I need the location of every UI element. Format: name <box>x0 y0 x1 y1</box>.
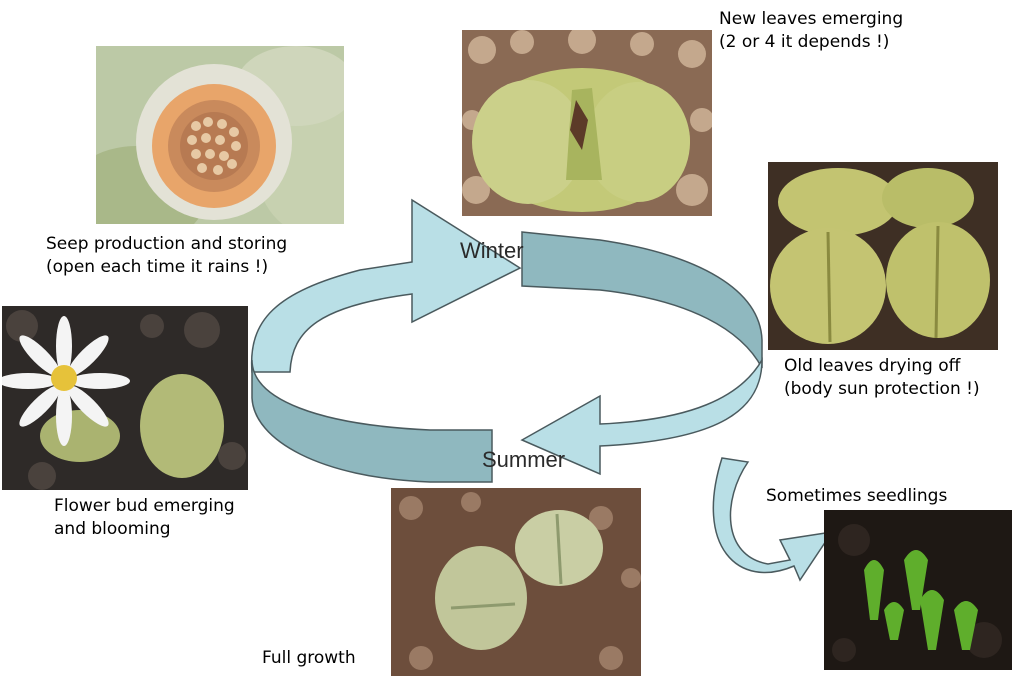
seed-caption-line2: (open each time it rains !) <box>46 257 269 277</box>
new-leaves-photo <box>462 30 712 216</box>
old-leaves-photo <box>768 162 998 350</box>
arrow-left-band <box>251 359 493 483</box>
full-growth-photo <box>391 488 641 676</box>
arrow-to-seedlings <box>712 457 834 582</box>
old-leaves-caption: Old leaves drying off (body sun protecti… <box>784 355 980 401</box>
flower-photo <box>2 306 248 490</box>
new-leaves-caption-line2: (2 or 4 it depends !) <box>719 32 890 52</box>
seed-caption-line1: Seep production and storing <box>46 234 288 254</box>
new-leaves-caption-line1: New leaves emerging <box>719 9 904 29</box>
flower-caption-line1: Flower bud emerging <box>54 496 235 516</box>
new-leaves-caption: New leaves emerging (2 or 4 it depends !… <box>719 8 903 54</box>
arrow-summer-to-winter <box>250 198 522 373</box>
full-growth-caption: Full growth <box>262 647 356 670</box>
arrow-winter-to-summer <box>520 357 763 476</box>
arrow-right-band <box>521 231 763 369</box>
seed-caption: Seep production and storing (open each t… <box>46 233 287 279</box>
winter-label: Winter <box>460 238 524 263</box>
full-growth-caption-line1: Full growth <box>262 648 356 668</box>
seedlings-caption-line1: Sometimes seedlings <box>766 486 948 506</box>
seedlings-photo <box>824 510 1012 670</box>
flower-caption: Flower bud emerging and blooming <box>54 495 235 541</box>
summer-label: Summer <box>482 447 566 472</box>
old-leaves-caption-line1: Old leaves drying off <box>784 356 961 376</box>
old-leaves-caption-line2: (body sun protection !) <box>784 379 980 399</box>
seed-capsule-photo <box>96 46 344 224</box>
flower-caption-line2: and blooming <box>54 519 171 539</box>
seedlings-caption: Sometimes seedlings <box>766 485 947 508</box>
